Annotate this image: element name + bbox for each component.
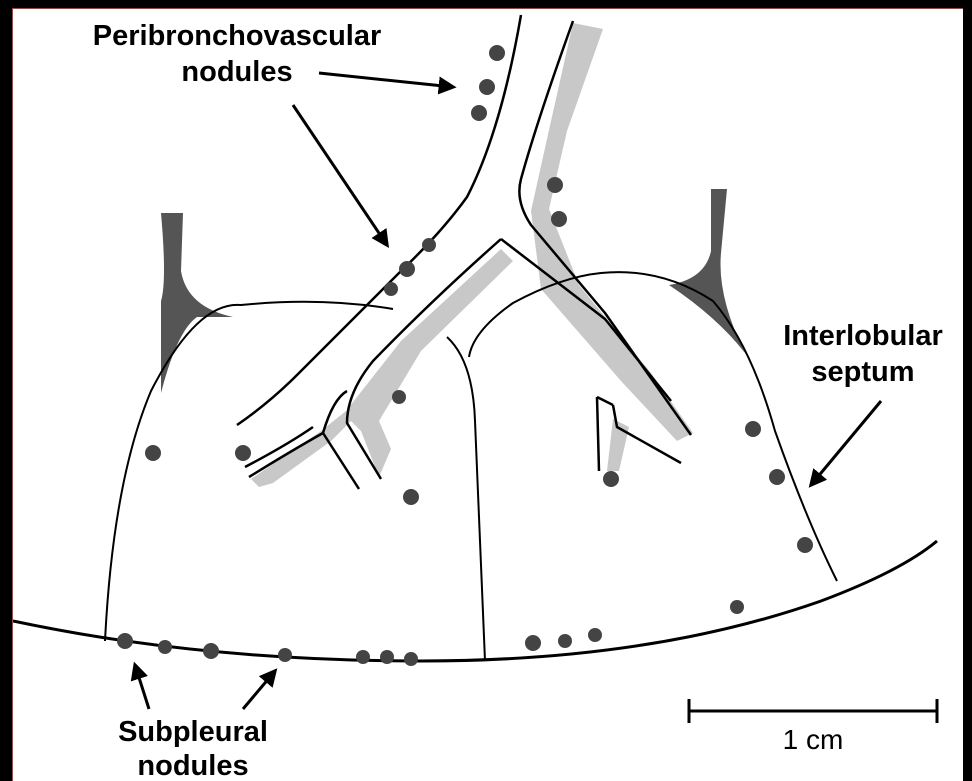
nodule: [547, 177, 563, 193]
nodule: [384, 282, 398, 296]
nodule: [158, 640, 172, 654]
arrows: [135, 73, 881, 709]
label-peribronchovascular: Peribronchovascular: [93, 20, 382, 52]
arrow-peribronchovascular-lower: [293, 105, 387, 245]
arrow-peribronchovascular-upper: [319, 73, 453, 87]
lung-lobule-diagram: Peribronchovascular nodules Interlobular…: [13, 9, 963, 781]
nodule: [278, 648, 292, 662]
nodule: [392, 390, 406, 404]
label-subpleural: Subpleural: [118, 716, 268, 748]
nodule: [603, 471, 619, 487]
arrow-subpleural-right: [243, 671, 275, 709]
nodule: [745, 421, 761, 437]
nodule: [730, 600, 744, 614]
nodules: [117, 45, 813, 666]
nodule: [117, 633, 133, 649]
bronchovascular-bundle: [237, 15, 691, 489]
scale-bar: [689, 699, 937, 723]
label-subpleural-nodules: nodules: [137, 750, 248, 781]
nodule: [399, 261, 415, 277]
nodule: [797, 537, 813, 553]
nodule: [404, 652, 418, 666]
nodule: [145, 445, 161, 461]
nodule: [479, 79, 495, 95]
nodule: [403, 489, 419, 505]
nodule: [471, 105, 487, 121]
nodule: [525, 635, 541, 651]
left-septal-vein: [161, 213, 233, 393]
nodule: [558, 634, 572, 648]
diagram-canvas: Peribronchovascular nodules Interlobular…: [12, 8, 963, 781]
label-septum: septum: [811, 356, 914, 388]
nodule: [588, 628, 602, 642]
nodule: [551, 211, 567, 227]
pleural-surface: [13, 541, 937, 661]
nodule: [422, 238, 436, 252]
scale-bar-label: 1 cm: [783, 724, 844, 755]
arrow-interlobular-septum: [811, 401, 881, 485]
artery-shadow-main: [531, 23, 693, 441]
nodule: [489, 45, 505, 61]
label-interlobular: Interlobular: [783, 320, 943, 352]
nodule: [203, 643, 219, 659]
nodule: [380, 650, 394, 664]
nodule: [769, 469, 785, 485]
nodule: [235, 445, 251, 461]
arrow-subpleural-left: [135, 665, 149, 709]
label-peribronchovascular-nodules: nodules: [181, 56, 292, 88]
nodule: [356, 650, 370, 664]
